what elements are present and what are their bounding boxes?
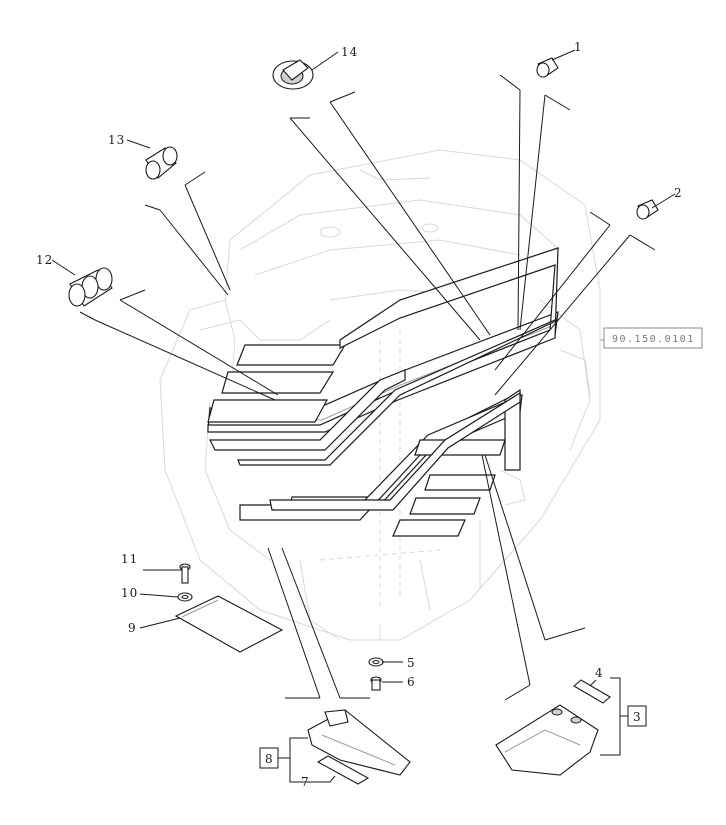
callout-13: 13 <box>108 133 125 147</box>
callout-box-8: 8 <box>259 747 279 769</box>
washer-part-10 <box>177 592 193 602</box>
kit-part-3 <box>495 704 599 776</box>
callout-9: 9 <box>128 621 137 635</box>
strip-part-4 <box>573 679 611 704</box>
callout-3: 3 <box>633 710 642 724</box>
callout-4: 4 <box>595 666 604 680</box>
callout-14: 14 <box>341 45 358 59</box>
callout-box-3: 3 <box>627 705 647 727</box>
callout-11: 11 <box>121 552 138 566</box>
plug-part-1 <box>536 57 559 78</box>
bolt-part-6 <box>370 676 382 691</box>
callout-1: 1 <box>574 40 583 54</box>
callout-5: 5 <box>407 656 416 670</box>
callout-8: 8 <box>265 752 274 766</box>
callout-12: 12 <box>36 253 53 267</box>
callout-6: 6 <box>407 675 416 689</box>
decal-left-stripes <box>207 247 559 537</box>
callout-10: 10 <box>121 586 138 600</box>
plug-part-2 <box>636 199 659 220</box>
callout-7: 7 <box>301 775 310 789</box>
callout-2: 2 <box>674 186 683 200</box>
reference-number: 90.150.0101 <box>612 334 695 345</box>
bolt-part-11 <box>179 563 191 584</box>
cab-ghost-outline <box>159 149 601 641</box>
plug-part-14 <box>272 59 314 90</box>
plug-part-12 <box>68 267 113 307</box>
reference-box: 90.150.0101 <box>603 327 703 349</box>
kit-part-8 <box>307 709 411 776</box>
plug-part-13 <box>145 146 178 180</box>
cover-plate-part-9 <box>174 595 284 653</box>
washer-part-5 <box>368 657 384 667</box>
strip-part-7 <box>316 755 370 785</box>
